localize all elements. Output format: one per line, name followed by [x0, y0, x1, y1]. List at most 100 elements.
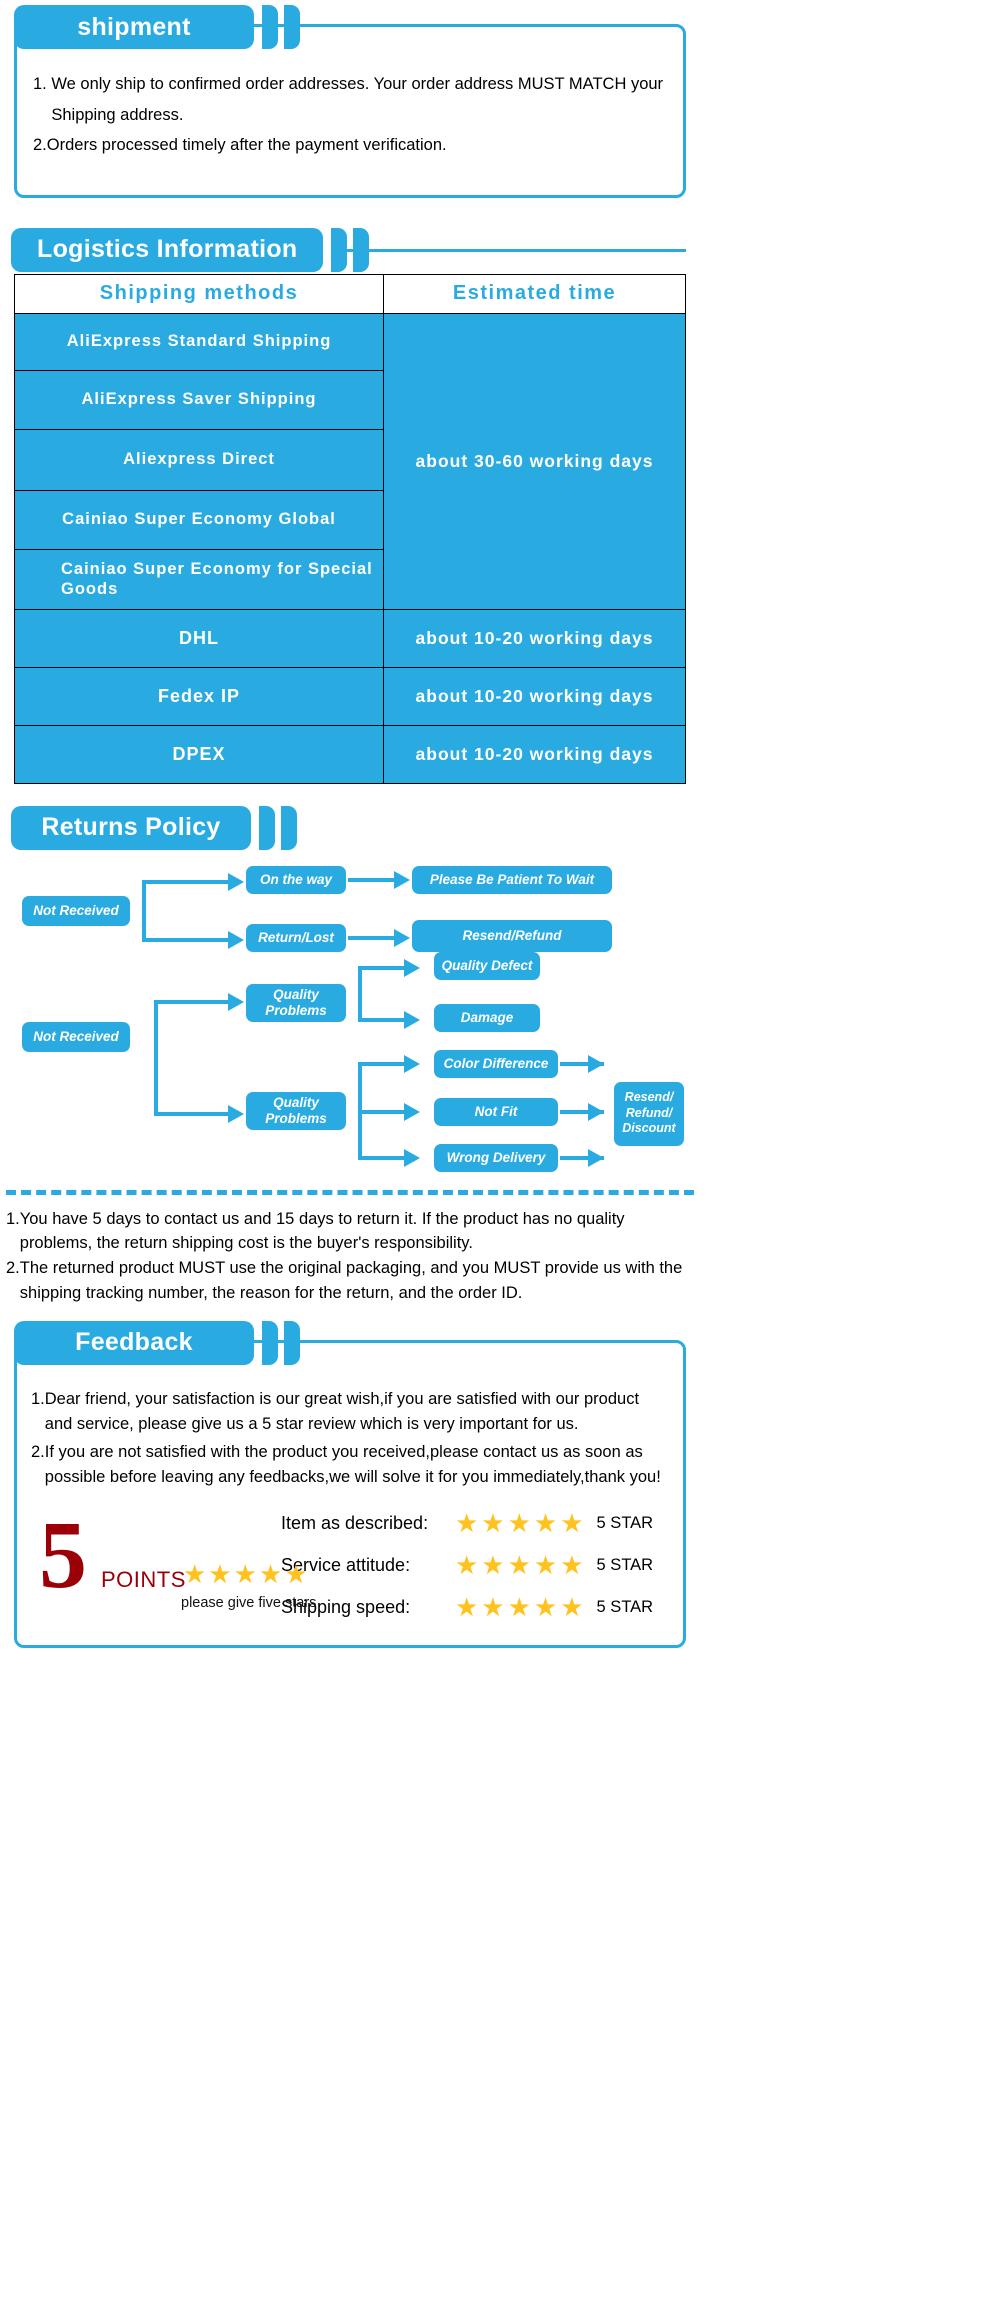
flow-connector-horizontal [560, 1061, 604, 1066]
shipment-body: 1. We only ship to confirmed order addre… [17, 27, 683, 195]
shipment-item-1-num: 1. [33, 75, 52, 93]
shipment-item-2-num: 2. [33, 136, 47, 155]
returns-note-2-num: 2. [6, 1259, 20, 1278]
flow-node-not-received-1: Not Received [22, 895, 130, 926]
column-header-estimated-time: Estimated time [383, 273, 686, 314]
returns-flowchart: Not Received On the way Return/Lost Plea… [14, 854, 686, 1184]
feedback-header: Feedback [14, 1320, 300, 1365]
cell-method: Cainiao Super Economy Global [13, 489, 385, 550]
table-row: Aliexpress Direct [13, 428, 686, 491]
flow-connector-horizontal [358, 965, 406, 970]
rating-tag: 5 STAR [596, 1598, 654, 1617]
flow-connector-horizontal [560, 1155, 604, 1160]
logistics-table: Shipping methods Estimated time AliExpre… [13, 273, 686, 784]
cell-time: about 10-20 working days [383, 608, 686, 668]
shipment-title: shipment [77, 12, 191, 41]
flow-node-return-lost: Return/Lost [246, 923, 346, 952]
header-dash-1-icon [262, 1320, 278, 1365]
header-dash-2-icon [284, 5, 300, 49]
flow-node-not-received-2: Not Received [22, 1021, 130, 1052]
column-header-shipping-methods: Shipping methods [13, 273, 385, 314]
shipment-header: shipment [14, 5, 300, 49]
flow-node-resend-refund: Resend/Refund [412, 919, 612, 952]
flow-connector-horizontal [358, 1155, 406, 1160]
list-item: 2. If you are not satisfied with the pro… [31, 1440, 669, 1491]
flow-arrow-icon [588, 1148, 604, 1167]
shipment-item-1-text: We only ship to confirmed order addresse… [51, 75, 664, 124]
feedback-title-pill: Feedback [14, 1320, 254, 1365]
shipment-panel: shipment 1. We only ship to confirmed or… [14, 5, 686, 198]
flow-connector-horizontal [142, 937, 230, 942]
cell-method: AliExpress Standard Shipping [13, 312, 385, 371]
feedback-item-1-text: Dear friend, your satisfaction is our gr… [44, 1389, 640, 1434]
cell-method: Fedex IP [13, 666, 385, 726]
flow-connector-vertical [154, 999, 158, 1116]
cell-method: DPEX [13, 724, 385, 784]
flow-arrow-icon [404, 1010, 420, 1029]
header-dash-2-icon [284, 1320, 300, 1365]
returns-note-2-text: The returned product MUST use the origin… [19, 1259, 683, 1302]
flow-node-on-the-way: On the way [246, 865, 346, 894]
rating-row-shipping-speed: Shipping speed: ★★★★★ 5 STAR [281, 1589, 669, 1627]
table-row: AliExpress Standard Shipping about 30-60… [13, 312, 686, 610]
table-row: DPEX about 10-20 working days [13, 724, 686, 784]
returns-title-pill: Returns Policy [11, 805, 251, 850]
rating-stars-icon: ★★★★★ [455, 1592, 587, 1623]
badge-points-label: POINTS [101, 1566, 186, 1592]
shipment-item-2-text: Orders processed timely after the paymen… [46, 136, 447, 155]
flow-connector-horizontal [154, 1111, 230, 1116]
badge-number: 5 [39, 1500, 87, 1608]
returns-note-1-text: You have 5 days to contact us and 15 day… [19, 1209, 625, 1253]
cell-time: about 10-20 working days [383, 724, 686, 784]
table-row: Cainiao Super Economy Global [13, 489, 686, 550]
flow-connector-horizontal [142, 879, 230, 884]
feedback-item-2-num: 2. [31, 1442, 45, 1461]
flow-arrow-icon [404, 1054, 420, 1073]
rating-rows: Item as described: ★★★★★ 5 STAR Service … [281, 1505, 669, 1631]
table-row: Cainiao Super Economy for Special Goods [13, 548, 686, 610]
flow-arrow-icon [228, 992, 244, 1011]
flow-connector-horizontal [560, 1109, 604, 1114]
flow-arrow-icon [394, 928, 410, 947]
returns-header: Returns Policy [11, 805, 686, 854]
flow-node-quality-problems-1: Quality Problems [246, 983, 346, 1022]
flow-node-resend-refund-discount: Resend/ Refund/ Discount [614, 1081, 684, 1146]
flow-connector-horizontal [348, 877, 396, 882]
list-item: 1. You have 5 days to contact us and 15 … [6, 1207, 694, 1257]
list-item: 1. We only ship to confirmed order addre… [33, 69, 667, 130]
flow-node-not-fit: Not Fit [434, 1097, 558, 1126]
table-row: Fedex IP about 10-20 working days [13, 666, 686, 726]
badge-stars-icon: ★★★★★ [183, 1558, 310, 1589]
rating-stars-icon: ★★★★★ [455, 1508, 587, 1539]
flow-connector-horizontal [358, 1061, 406, 1066]
cell-time: about 30-60 working days [383, 312, 686, 610]
cell-method: DHL [13, 608, 385, 668]
flow-node-wrong-delivery: Wrong Delivery [434, 1143, 558, 1172]
returns-notes: 1. You have 5 days to contact us and 15 … [6, 1207, 694, 1306]
flow-connector-horizontal [348, 935, 396, 940]
logistics-section: Logistics Information Shipping methods E… [11, 227, 686, 784]
returns-note-1-num: 1. [6, 1209, 20, 1228]
header-dash-1-icon [259, 805, 275, 850]
shipment-title-pill: shipment [14, 5, 254, 49]
flow-arrow-icon [228, 930, 244, 949]
logistics-header: Logistics Information [11, 227, 686, 274]
flow-arrow-icon [588, 1054, 604, 1073]
feedback-panel: Feedback 1. Dear friend, your satisfacti… [14, 1320, 686, 1648]
logistics-header-rule [334, 248, 686, 252]
cell-method: Aliexpress Direct [13, 428, 385, 491]
flow-connector-horizontal [358, 1017, 406, 1022]
feedback-title: Feedback [75, 1328, 193, 1357]
flow-node-quality-problems-2: Quality Problems [246, 1091, 346, 1130]
cell-method: Cainiao Super Economy for Special Goods [13, 548, 385, 610]
badge-subtitle: please give five stars [181, 1594, 317, 1611]
five-points-badge: 5 POINTS ★★★★★ please give five stars [31, 1500, 316, 1623]
cell-time: about 10-20 working days [383, 666, 686, 726]
flow-arrow-icon [404, 958, 420, 977]
product-detail-page: shipment 1. We only ship to confirmed or… [6, 5, 694, 1648]
rating-row-service-attitude: Service attitude: ★★★★★ 5 STAR [281, 1547, 669, 1585]
flow-connector-horizontal [154, 999, 230, 1004]
table-row: AliExpress Saver Shipping [13, 369, 686, 430]
list-item: 2. The returned product MUST use the ori… [6, 1256, 694, 1306]
flow-connector-vertical [142, 879, 146, 942]
